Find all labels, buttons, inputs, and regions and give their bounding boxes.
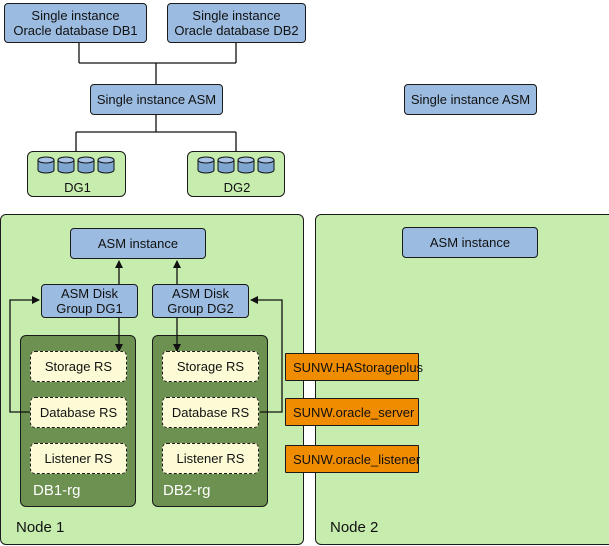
single-instance-db1[interactable]: Single instance Oracle database DB1 <box>4 3 147 43</box>
dg1-box-line2: Group DG1 <box>56 301 123 316</box>
db2-line2: Oracle database DB2 <box>174 23 299 38</box>
db2-line1: Single instance <box>192 8 281 23</box>
node1-asm-disk-group-dg1[interactable]: ASM Disk Group DG1 <box>41 284 138 318</box>
arrow-oracle-server-to-dg2 <box>250 296 283 413</box>
arrow-db1-database-to-dg1 <box>9 296 40 413</box>
resource-type-oracle-server[interactable]: SUNW.oracle_server <box>285 398 419 426</box>
resource-group-db1-label: DB1-rg <box>33 482 81 499</box>
dg1-disks-icon <box>37 156 115 174</box>
db2-database-rs[interactable]: Database RS <box>162 397 259 428</box>
db1-line2: Oracle database DB1 <box>13 23 138 38</box>
resource-type-oracle-listener[interactable]: SUNW.oracle_listener <box>285 445 420 473</box>
db2-storage-rs[interactable]: Storage RS <box>162 351 259 382</box>
node1-asm-instance[interactable]: ASM instance <box>70 228 206 259</box>
single-instance-asm-right[interactable]: Single instance ASM <box>404 84 537 115</box>
node-1-label: Node 1 <box>16 519 65 536</box>
node-2-label: Node 2 <box>330 519 379 536</box>
single-instance-asm-left[interactable]: Single instance ASM <box>90 84 223 115</box>
dg2-box-line2: Group DG2 <box>167 301 234 316</box>
node1-asm-disk-group-dg2[interactable]: ASM Disk Group DG2 <box>152 284 249 318</box>
db2-listener-rs[interactable]: Listener RS <box>162 443 259 474</box>
dg1-box-line1: ASM Disk <box>60 286 119 301</box>
db1-database-rs[interactable]: Database RS <box>30 397 127 428</box>
dg2-label: DG2 <box>223 180 251 195</box>
disk-group-dg2[interactable]: DG2 <box>187 151 285 197</box>
dg1-label: DG1 <box>64 180 91 195</box>
resource-group-db2-label: DB2-rg <box>163 482 211 499</box>
db1-listener-rs[interactable]: Listener RS <box>30 443 127 474</box>
dg2-box-line1: ASM Disk <box>171 286 230 301</box>
db1-storage-rs[interactable]: Storage RS <box>30 351 127 382</box>
resource-type-hastorageplus[interactable]: SUNW.HAStorageplus <box>285 353 423 381</box>
dg2-disks-icon <box>197 156 275 174</box>
disk-group-dg1[interactable]: DG1 <box>27 151 126 197</box>
db1-line1: Single instance <box>31 8 120 23</box>
node2-asm-instance[interactable]: ASM instance <box>402 227 538 258</box>
single-instance-db2[interactable]: Single instance Oracle database DB2 <box>167 3 306 43</box>
